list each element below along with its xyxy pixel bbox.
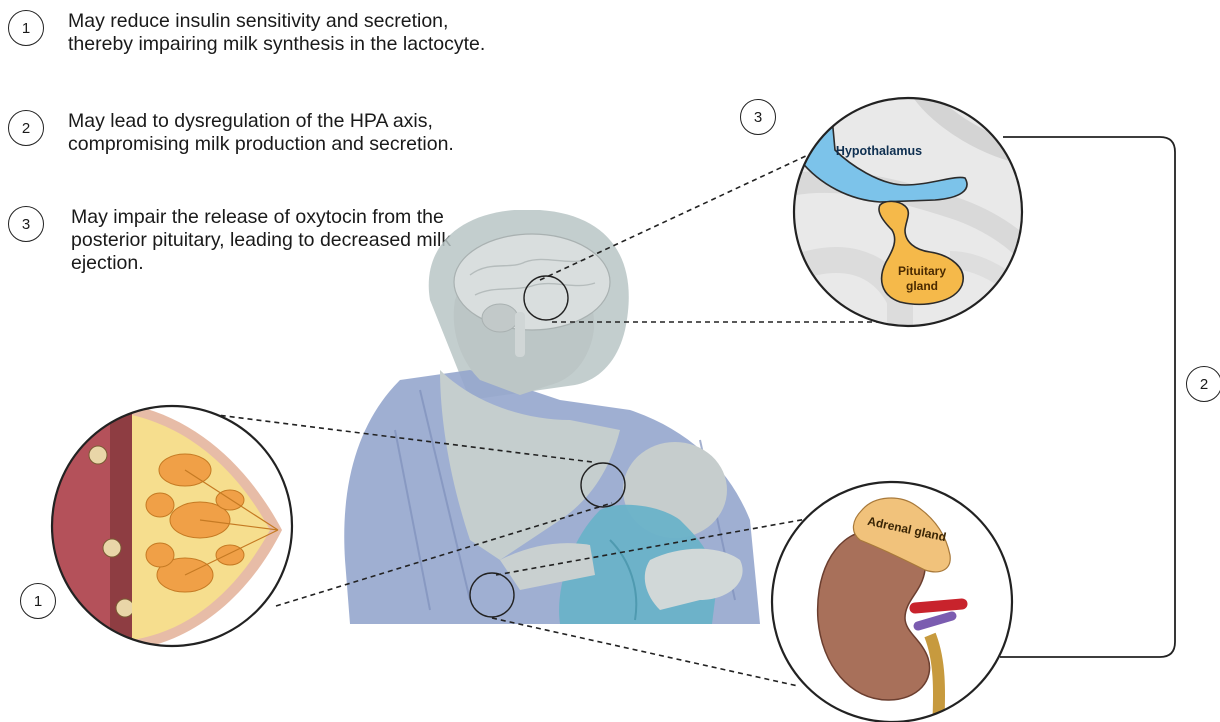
hypothalamus-label: Hypothalamus: [836, 144, 922, 158]
brain-inset: Hypothalamus Pituitary gland: [790, 90, 1030, 330]
mother-baby-figure: [344, 210, 760, 624]
callout-number-3: 3: [740, 99, 776, 135]
pituitary-label-line1: Pituitary: [898, 264, 946, 278]
kidney-inset: Adrenal gland: [772, 482, 1012, 722]
callout-number-2: 2: [1186, 366, 1220, 402]
hpa-axis-bracket: [1000, 137, 1175, 657]
callout-number-1: 1: [20, 583, 56, 619]
breast-inset: [50, 405, 292, 650]
pituitary-label-line2: gland: [906, 279, 938, 293]
